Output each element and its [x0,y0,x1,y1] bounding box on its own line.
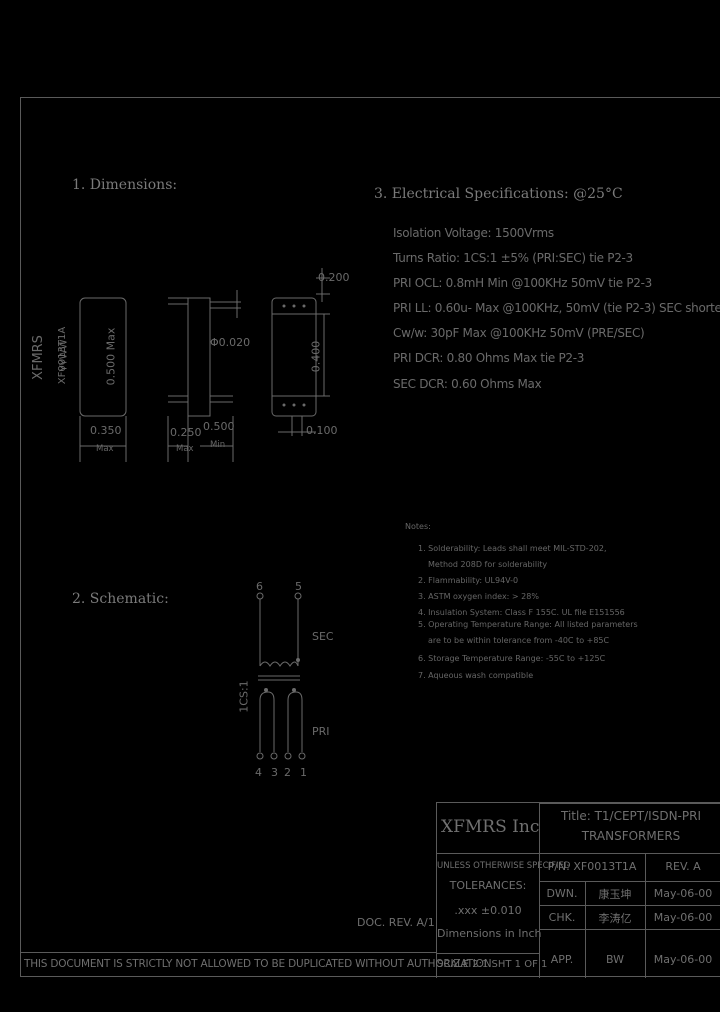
pin-1: 1 [300,766,307,779]
schematic-heading: 2. Schematic: [72,591,169,607]
pri-coil-a [259,691,275,752]
spec-line: SEC DCR: 0.60 Ohms Max [393,377,542,391]
footer-strip [20,952,436,977]
units-label: Dimensions in Inch [437,927,542,940]
chk-signature: 李涛亿 [598,912,632,925]
sec-coil [259,661,299,667]
schematic-drawing [256,592,306,760]
row-value: 0.100 [306,424,338,437]
marking-brand: XFMRS [30,335,46,380]
unless-text: UNLESS OTHERWISE SPECIFIED [437,861,571,871]
note-item: 4. Insulation System: Class F 155C. UL f… [418,608,625,617]
note-item: 7. Aqueous wash compatible [418,671,534,680]
spec-line: Turns Ratio: 1CS:1 ±5% (PRI:SEC) tie P2-… [393,251,633,265]
end-view-body [271,297,317,417]
app-label: APP. [550,953,574,966]
note-item: 2. Flammability: UL94V-0 [418,576,519,585]
part-number: P/N: XF0013T1A [547,860,637,873]
doc-revision: DOC. REV. A/1 [357,916,435,929]
lead-diameter: Φ0.020 [210,336,251,349]
note-item: are to be within tolerance from -40C to … [428,636,610,645]
dwn-signature: 康玉坤 [598,888,632,901]
top-view-outline [79,297,127,417]
marking-height: 0.500 Max [104,327,118,386]
pri-coil-b [287,691,303,752]
note-item: Method 208D for solderability [428,560,548,569]
drawing-sheet [20,97,720,977]
note-item: 5. Operating Temperature Range: All list… [418,620,638,629]
pin-6: 6 [256,580,263,593]
side-view-body [187,297,211,417]
spec-line: Cw/w: 30pF Max @100KHz 50mV (PRE/SEC) [393,326,645,340]
company-name: XFMRS Inc [441,817,540,837]
pitch-value: 0.200 [318,271,350,284]
ratio-label: 1CS:1 [237,680,251,713]
dimension-drawing [79,268,330,462]
tolerances-label: TOLERANCES: [449,879,527,892]
electrical-heading: 3. Electrical Specifications: @25°C [374,186,623,202]
depth-value: 0.250 [170,426,202,439]
chk-date: May-06-00 [653,911,713,924]
spec-line: PRI OCL: 0.8mH Min @100KHz 50mV tie P2-3 [393,276,652,290]
chk-label: CHK. [548,911,576,924]
note-item: 3. ASTM oxygen index: > 28% [418,592,539,601]
dimensions-heading: 1. Dimensions: [72,177,178,193]
title-block: XFMRS Inc Title: T1/CEPT/ISDN-PRI TRANSF… [436,802,720,978]
dwn-date: May-06-00 [653,887,713,900]
dwn-label: DWN. [546,887,578,900]
depth-tag: Max [176,444,194,454]
tolerance-value: .xxx ±0.010 [454,904,522,917]
note-item: 6. Storage Temperature Range: -55C to +1… [418,654,606,663]
pin-4: 4 [255,766,262,779]
app-date: May-06-00 [653,953,713,966]
notes-title: Notes: [405,522,431,531]
width-tag: Max [96,444,114,454]
lead-tag: Min [210,440,226,450]
title-line-2: TRANSFORMERS [581,829,681,843]
spec-line: PRI LL: 0.60u- Max @100KHz, 50mV (tie P2… [393,301,720,315]
scale-text: SCALE 2:1 SHT 1 OF 1 [437,959,548,970]
note-item: 1. Solderability: Leads shall meet MIL-S… [418,544,607,553]
revision: REV. A [665,860,701,873]
part-marking: XFMRS XF0013T1A YYWW 0.500 Max [31,300,138,418]
spec-line: Isolation Voltage: 1500Vrms [393,226,554,240]
marking-date: YYWW [58,339,70,372]
pin-2: 2 [284,766,291,779]
title-line-1: Title: T1/CEPT/ISDN-PRI [561,809,701,823]
pin-5: 5 [295,580,302,593]
pri-label: PRI [312,725,330,738]
span-value: 0.400 [309,340,323,373]
duplication-warning: THIS DOCUMENT IS STRICTLY NOT ALLOWED TO… [24,958,492,970]
pin-3: 3 [271,766,278,779]
spec-line: PRI DCR: 0.80 Ohms Max tie P2-3 [393,351,585,365]
width-value: 0.350 [90,424,122,437]
sec-label: SEC [312,630,334,643]
app-signature: BW [605,953,625,966]
lead-value: 0.500 [203,420,235,433]
